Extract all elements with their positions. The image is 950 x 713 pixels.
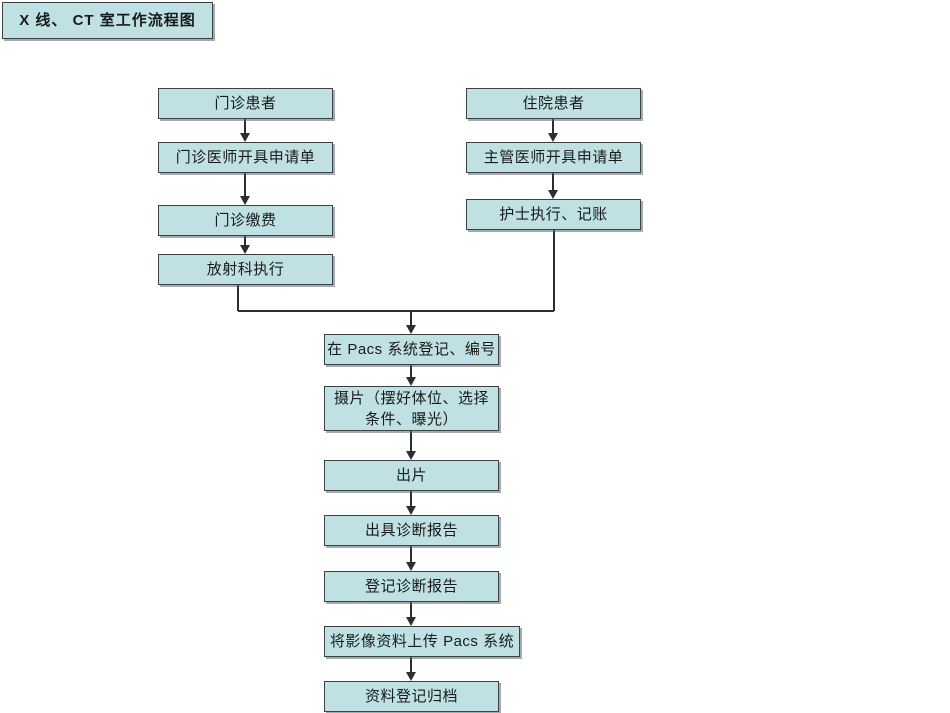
node-radiography: 摄片（摆好体位、选择 条件、曝光） [324,386,499,431]
connector-upload-to-archive [410,657,412,674]
arrowhead-pacs-to-radiography [406,377,416,386]
diagram-title-box: X 线、 CT 室工作流程图 [2,2,213,39]
connector-register-to-upload [410,602,412,619]
connector-outpatient-to-doctor [244,119,246,135]
connector-pacs-to-radiography [410,365,412,379]
connector-payment-to-radiology [244,236,246,247]
arrowhead-inpatient-to-attending [548,133,558,142]
connector-radiology-merge-down [237,285,239,311]
arrowhead-payment-to-radiology [240,245,250,254]
node-outpatient-doctor-request: 门诊医师开具申请单 [158,142,333,173]
connector-nurse-merge-down [553,230,555,311]
arrowhead-register-to-upload [406,617,416,626]
connector-inpatient-to-attending [552,119,554,135]
node-upload-pacs: 将影像资料上传 Pacs 系统 [324,626,520,657]
node-pacs-register: 在 Pacs 系统登记、编号 [324,334,499,365]
node-register-report: 登记诊断报告 [324,571,499,602]
node-outpatient-patient: 门诊患者 [158,88,333,119]
connector-issue-to-register-report [410,546,412,564]
arrowhead-upload-to-archive [406,672,416,681]
connector-attending-to-nurse [552,173,554,192]
arrowhead-merge-to-pacs [406,325,416,334]
node-attending-doctor-request: 主管医师开具申请单 [466,142,641,173]
arrowhead-radiography-to-film [406,451,416,460]
arrowhead-film-to-issue-report [406,506,416,515]
connector-radiography-to-film [410,431,412,453]
node-archive-records: 资料登记归档 [324,681,499,712]
arrowhead-outpatient-to-doctor [240,133,250,142]
node-issue-report: 出具诊断报告 [324,515,499,546]
connector-doctor-to-payment [244,173,246,198]
arrowhead-doctor-to-payment [240,196,250,205]
arrowhead-attending-to-nurse [548,190,558,199]
node-radiology-execute: 放射科执行 [158,254,333,285]
node-inpatient-patient: 住院患者 [466,88,641,119]
connector-merge-to-pacs [410,310,412,327]
node-film-output: 出片 [324,460,499,491]
arrowhead-issue-to-register-report [406,562,416,571]
node-outpatient-payment: 门诊缴费 [158,205,333,236]
node-nurse-execute-billing: 护士执行、记账 [466,199,641,230]
connector-film-to-issue-report [410,491,412,508]
connector-merge-horizontal [238,310,554,312]
